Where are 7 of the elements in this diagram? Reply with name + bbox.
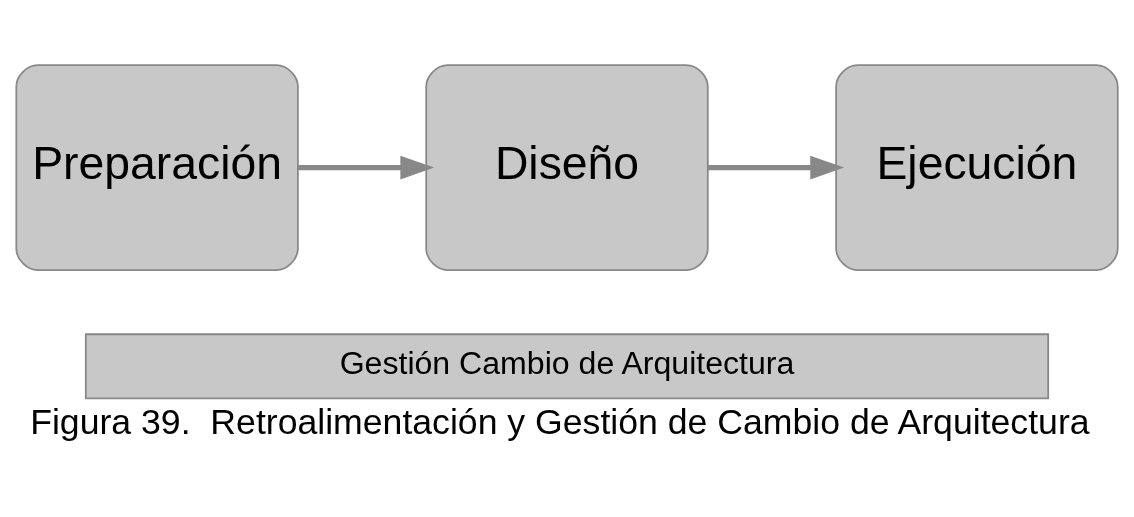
node-box: Diseño bbox=[425, 64, 709, 271]
node-box: Preparación bbox=[15, 64, 299, 271]
caption: Figura 39. Retroalimentación y Gestión de Cambio de Arquitectura bbox=[30, 402, 1090, 443]
arrow bbox=[707, 155, 845, 180]
node-box: Ejecución bbox=[835, 64, 1119, 271]
node-box: Gestión Cambio de Arquitectura bbox=[84, 333, 1050, 400]
arrow bbox=[298, 155, 435, 180]
